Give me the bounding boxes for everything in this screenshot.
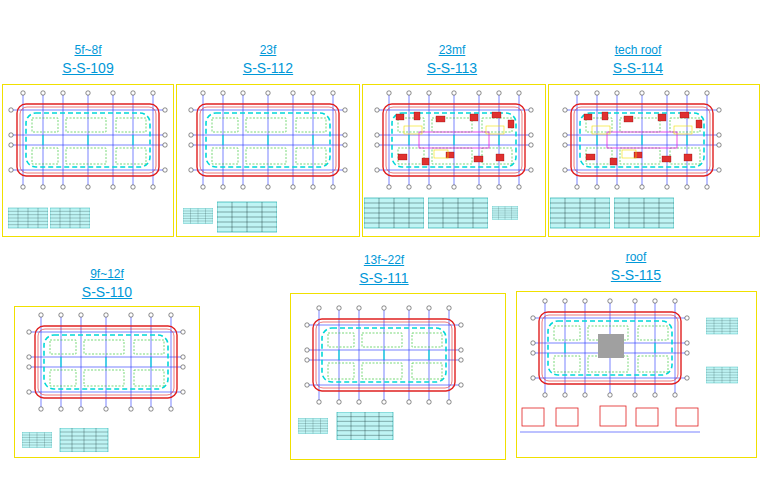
panel-frame bbox=[290, 293, 506, 460]
panel-frame bbox=[548, 84, 760, 237]
panel-frame bbox=[176, 84, 360, 237]
floor-title: 13f~22f bbox=[364, 254, 404, 266]
panel-frame bbox=[516, 291, 757, 458]
panel-frame bbox=[14, 306, 200, 458]
floor-title: tech roof bbox=[615, 44, 662, 56]
floor-title: roof bbox=[626, 251, 647, 263]
drawing-panel: 23fS-S-112 bbox=[176, 44, 360, 237]
drawing-panel: roofS-S-115 bbox=[516, 251, 757, 458]
sheet-number: S-S-112 bbox=[243, 61, 293, 75]
sheet-number: S-S-113 bbox=[427, 61, 477, 75]
drawing-panel: 13f~22fS-S-111 bbox=[290, 254, 506, 460]
sheet-number: S-S-110 bbox=[82, 285, 132, 299]
sheet-number: S-S-109 bbox=[62, 61, 113, 75]
floor-title: 23mf bbox=[439, 44, 466, 56]
floor-title: 9f~12f bbox=[90, 268, 124, 280]
sheet-number: S-S-111 bbox=[359, 271, 408, 285]
sheet-number: S-S-114 bbox=[613, 61, 663, 75]
panel-frame bbox=[362, 84, 546, 237]
floor-title: 23f bbox=[260, 44, 277, 56]
drawing-panel: 9f~12fS-S-110 bbox=[14, 268, 200, 458]
drawing-panel: tech roofS-S-114 bbox=[548, 44, 760, 237]
drawing-panel: 23mfS-S-113 bbox=[362, 44, 546, 237]
sheet-number: S-S-115 bbox=[611, 268, 661, 282]
drawing-panel: 5f~8fS-S-109 bbox=[2, 44, 174, 237]
panel-frame bbox=[2, 84, 174, 237]
floor-title: 5f~8f bbox=[74, 44, 101, 56]
